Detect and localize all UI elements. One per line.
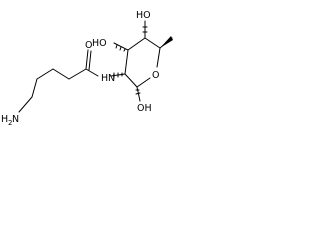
bond-chain-5	[18, 96, 33, 113]
label-carbonyl-o: O	[85, 40, 92, 51]
bond-c2-c3	[124, 49, 129, 75]
bond-c3-oh	[113, 42, 129, 51]
hash-c1-oh-2	[135, 92, 141, 95]
bond-c5-o5	[156, 47, 161, 68]
bond-chain-1	[68, 68, 87, 80]
bond-c1-c2	[124, 73, 138, 88]
bond-c3-c4	[127, 37, 146, 51]
label-ho-mid: HO	[92, 38, 107, 49]
wedge-c5-methyl	[160, 36, 173, 48]
hash-c3-oh-3	[115, 44, 118, 49]
bond-carbonyl-o-2	[88, 50, 92, 71]
label-ring-o: O	[152, 70, 159, 81]
bond-carbonyl-o-1	[85, 49, 89, 70]
stereo-bonds	[113, 26, 173, 95]
bond-o5-c1	[136, 77, 151, 88]
hash-c3-oh-2	[119, 46, 122, 51]
label-ho-top: HO	[136, 10, 151, 21]
label-amine-h: H	[1, 114, 8, 125]
bond-chain-4	[31, 78, 38, 98]
bond-chain-2	[52, 68, 70, 80]
label-amine-n: N	[12, 114, 19, 125]
atom-labels: HO HO O OH O H N H 2 N	[1, 10, 159, 127]
chemical-structure: HO HO O OH O H N H 2 N	[1, 10, 173, 127]
bond-chain-3	[36, 68, 54, 80]
bond-n-carbonyl	[85, 68, 99, 77]
bond-c4-c5	[144, 37, 161, 49]
label-amide-h: H	[101, 73, 108, 84]
bonds	[18, 20, 173, 113]
label-amine-sub: 2	[8, 119, 12, 127]
bond-c1-oh	[136, 86, 141, 102]
label-amide-n: N	[108, 73, 115, 84]
hash-c3-oh-1	[123, 48, 126, 52]
label-oh-anomeric: OH	[137, 103, 152, 114]
